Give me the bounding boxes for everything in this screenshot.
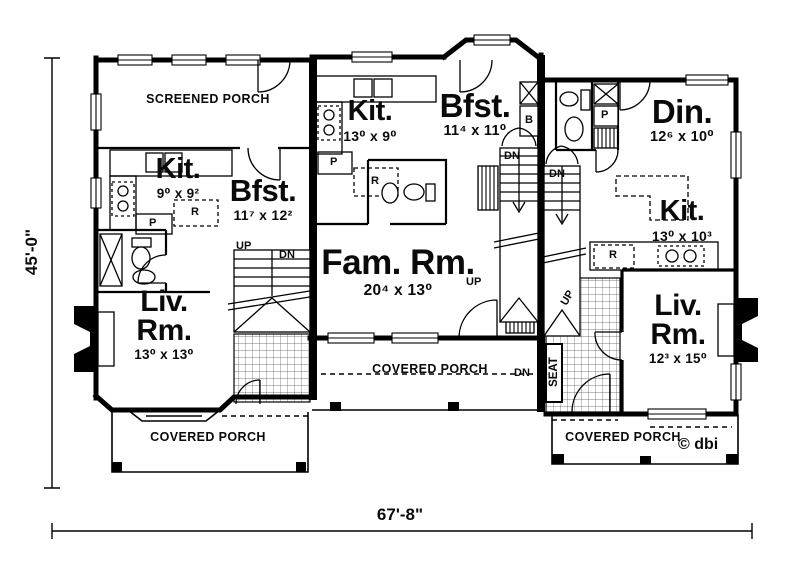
copyright-text: © dbi	[678, 436, 719, 453]
stairs-left	[227, 249, 317, 333]
room-label-screened-porch: SCREENED PORCH	[146, 92, 270, 106]
seat-label: SEAT	[548, 357, 560, 387]
room-name: Bfst.	[229, 173, 297, 208]
dn-label-center-porch: DN	[514, 367, 530, 379]
refrigerator-label-right: R	[609, 249, 617, 261]
pantry-right-box	[593, 105, 619, 127]
door-swings	[137, 59, 651, 413]
room-fam-rm: Fam. Rm. 20⁴ x 13⁰	[302, 243, 494, 300]
room-kit-mid: Kit. 13⁰ x 9⁰	[314, 95, 426, 145]
room-dims: 11⁴ x 11⁰	[443, 123, 507, 140]
room-kit-right: Kit. 13⁰ x 10³	[624, 195, 740, 245]
fireplace-right	[717, 298, 758, 362]
room-liv-right: Liv. Rm. 12³ x 15⁰	[630, 289, 726, 367]
depth-dimension: 45'-0"	[22, 228, 41, 276]
windows	[90, 34, 742, 420]
kitchen-island	[615, 175, 689, 221]
refrigerator-label-left: R	[191, 206, 199, 218]
porch-posts	[112, 402, 738, 472]
dn-label-left-stairs: DN	[279, 249, 295, 261]
refrigerator-label-mid: R	[371, 175, 379, 187]
stairs-center-a	[493, 127, 545, 323]
width-dimension: 67'-8"	[376, 505, 424, 524]
room-dims: 13⁰ x 10³	[651, 227, 713, 244]
up-label-left-stairs: UP	[236, 240, 252, 252]
broom-closet-box	[519, 105, 539, 137]
room-label-porch-center: COVERED PORCH	[372, 362, 488, 376]
broom-closet-label: B	[525, 114, 533, 126]
room-din: Din. 12⁶ x 10⁰	[624, 93, 740, 146]
party-wall-right	[537, 55, 545, 412]
room-name: Kit.	[155, 153, 201, 185]
stairs-center-b	[537, 145, 587, 337]
room-dims: 9⁰ x 9²	[156, 185, 200, 201]
room-name: Liv. Rm.	[136, 285, 192, 347]
fireplace-left	[74, 306, 115, 372]
room-bfst-left: Bfst. 11⁷ x 12²	[204, 173, 322, 224]
party-wall-left	[309, 58, 317, 400]
room-dims: 20⁴ x 13⁰	[363, 282, 433, 300]
pantry-label-mid: P	[330, 156, 338, 168]
room-name: Liv. Rm.	[650, 289, 706, 351]
room-label-porch-left: COVERED PORCH	[150, 430, 266, 444]
room-dims: 12⁶ x 10⁰	[649, 129, 715, 146]
pantry-label-right: P	[601, 109, 609, 121]
pantry-label-left: P	[149, 217, 157, 229]
room-kit-left: Kit. 9⁰ x 9²	[120, 153, 236, 202]
room-name: Fam. Rm.	[321, 243, 475, 282]
dimension-lines	[44, 57, 753, 539]
room-name: Bfst.	[439, 87, 511, 124]
tile-foyer-left	[233, 333, 311, 403]
room-name: Din.	[651, 93, 713, 130]
room-dims: 11⁷ x 12²	[233, 207, 293, 224]
room-label-porch-right: COVERED PORCH	[565, 430, 681, 444]
room-bfst-mid: Bfst. 11⁴ x 11⁰	[412, 87, 538, 140]
room-name: Kit.	[659, 195, 705, 227]
room-dims: 12³ x 15⁰	[648, 351, 708, 366]
dn-label-center-stairs-b: DN	[549, 168, 565, 180]
room-dims: 13⁰ x 9⁰	[343, 127, 397, 144]
room-dims: 13⁰ x 13⁰	[134, 347, 194, 362]
seat-bench	[545, 343, 563, 403]
room-liv-left: Liv. Rm. 13⁰ x 13⁰	[116, 285, 212, 363]
room-name: Kit.	[347, 95, 393, 127]
dn-label-center-stairs-a: DN	[504, 150, 520, 162]
up-label-center-stairs-a: UP	[466, 276, 482, 288]
kitchen-counters	[109, 75, 719, 271]
